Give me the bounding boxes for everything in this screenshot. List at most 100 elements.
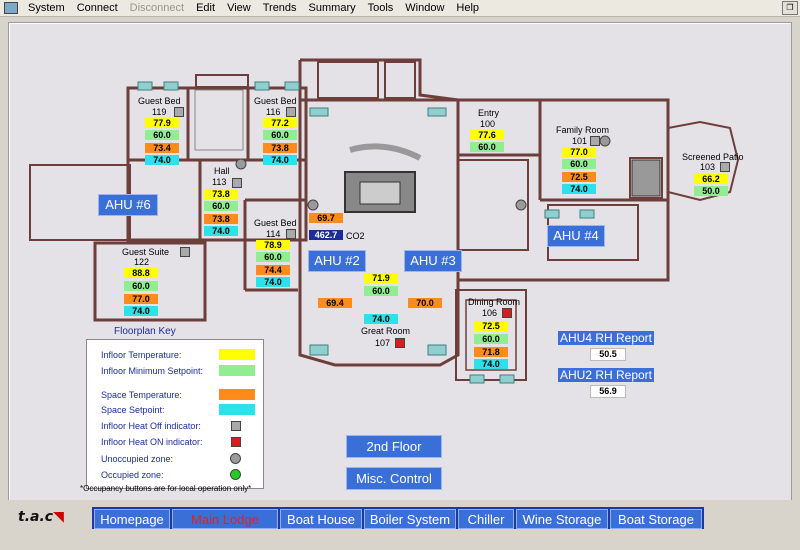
ahu3-button[interactable]: AHU #3 <box>404 250 462 272</box>
key-heat-off-label: Infloor Heat Off indicator: <box>101 421 201 431</box>
infloor-temp-107: 71.9 <box>364 273 398 283</box>
room-number-116: 116 <box>266 107 281 117</box>
infloor-heat-off-indicator-101[interactable] <box>590 136 600 146</box>
room-number-119: 119 <box>152 107 167 117</box>
room-number-107: 107 <box>375 338 391 348</box>
infloor-heat-on-indicator-106[interactable] <box>502 308 512 318</box>
ahu4-button[interactable]: AHU #4 <box>547 225 605 247</box>
menu-tools[interactable]: Tools <box>367 2 394 14</box>
key-occupied-icon <box>230 469 241 480</box>
space-setpoint-106: 74.0 <box>474 359 508 369</box>
room-name-hall-113: Hall <box>214 166 230 176</box>
space-setpoint-113: 74.0 <box>204 226 238 236</box>
room-number-106: 106 <box>482 308 498 318</box>
room-name-guest-bed-116: Guest Bed <box>254 96 297 106</box>
menu-window[interactable]: Window <box>405 2 445 14</box>
key-occupied-label: Occupied zone: <box>101 470 164 480</box>
infloor-min-103: 50.0 <box>694 186 728 196</box>
infloor-heat-off-indicator-103[interactable] <box>720 162 730 172</box>
ahu2-button[interactable]: AHU #2 <box>308 250 366 272</box>
key-heat-off-indicator <box>231 421 241 431</box>
infloor-temp-101: 77.0 <box>562 147 596 157</box>
infloor-heat-off-indicator-122[interactable] <box>180 247 190 257</box>
key-space-setpoint-swatch <box>219 404 255 415</box>
space-setpoint-107: 74.0 <box>364 314 398 324</box>
tac-logo-text: t.a.c <box>18 509 54 525</box>
ahu4-rh-report-button[interactable]: AHU4 RH Report <box>558 331 654 345</box>
misc-control-button[interactable]: Misc. Control <box>346 467 442 490</box>
key-heat-on-label: Infloor Heat ON indicator: <box>101 437 203 447</box>
menu-system[interactable]: System <box>28 2 65 14</box>
nav-boiler-system[interactable]: Boiler System <box>364 509 456 529</box>
room-name-screened-patio-103: Screened Patio <box>682 152 744 162</box>
ahu6-button[interactable]: AHU #6 <box>98 194 158 216</box>
infloor-temp-100: 77.6 <box>470 130 504 140</box>
infloor-temp-114: 78.9 <box>256 240 290 250</box>
key-infloor-temp-label: Infloor Temperature: <box>101 350 182 360</box>
room-number-114: 114 <box>266 229 281 239</box>
nav-main-lodge[interactable]: Main Lodge <box>172 509 278 529</box>
nav-homepage[interactable]: Homepage <box>94 509 170 529</box>
co2-value-107: 462.7 <box>309 230 343 240</box>
infloor-min-114: 60.0 <box>256 252 290 262</box>
infloor-min-101: 60.0 <box>562 159 596 169</box>
infloor-heat-off-indicator-113[interactable] <box>232 178 242 188</box>
app-icon[interactable] <box>4 2 18 14</box>
menu-edit[interactable]: Edit <box>196 2 216 14</box>
room-name-guest-bed-114: Guest Bed <box>254 218 297 228</box>
floorplan-drawing <box>29 58 740 384</box>
menu-summary[interactable]: Summary <box>308 2 356 14</box>
infloor-heat-on-indicator-107[interactable] <box>395 338 405 348</box>
menu-trends[interactable]: Trends <box>262 2 297 14</box>
space-setpoint-101: 74.0 <box>562 184 596 194</box>
space-temp-116: 73.8 <box>263 143 297 153</box>
ahu2-rh-report-button[interactable]: AHU2 RH Report <box>558 368 654 382</box>
nav-boat-storage[interactable]: Boat Storage <box>610 509 702 529</box>
space-temp-right-107: 70.0 <box>408 298 442 308</box>
infloor-min-100: 60.0 <box>470 142 504 152</box>
room-number-101: 101 <box>572 136 588 146</box>
infloor-min-122: 60.0 <box>124 281 158 291</box>
key-unoccupied-label: Unoccupied zone: <box>101 454 174 464</box>
infloor-min-113: 60.0 <box>204 201 238 211</box>
infloor-min-119: 60.0 <box>145 130 179 140</box>
restore-window-icon[interactable]: ❐ <box>782 1 798 15</box>
nav-chiller[interactable]: Chiller <box>458 509 514 529</box>
room-number-113: 113 <box>212 177 227 187</box>
room-name-family-room-101: Family Room <box>556 125 610 135</box>
key-heat-on-indicator <box>231 437 241 447</box>
key-unoccupied-icon <box>230 453 241 464</box>
infloor-heat-off-indicator-119[interactable] <box>174 107 184 117</box>
infloor-heat-off-indicator-114[interactable] <box>286 229 296 239</box>
space-temp-114: 74.4 <box>256 265 290 275</box>
infloor-min-107: 60.0 <box>364 286 398 296</box>
co2-label: CO2 <box>346 231 365 241</box>
room-number-100: 100 <box>480 119 496 129</box>
room-name-entry-100: Entry <box>478 108 500 118</box>
room-name-guest-suite-122: Guest Suite <box>122 247 170 257</box>
menu-help[interactable]: Help <box>456 2 480 14</box>
space-setpoint-119: 74.0 <box>145 155 179 165</box>
key-space-temp-label: Space Temperature: <box>101 390 182 400</box>
space-temp-left-107: 69.4 <box>318 298 352 308</box>
menu-view[interactable]: View <box>227 2 251 14</box>
nav-wine-storage[interactable]: Wine Storage <box>516 509 608 529</box>
space-temp-122: 77.0 <box>124 294 158 304</box>
menu-disconnect: Disconnect <box>129 2 185 14</box>
tac-logo: t.a.c◥ <box>18 509 64 525</box>
nav-boat-house[interactable]: Boat House <box>280 509 362 529</box>
space-temp-106: 71.8 <box>474 347 508 357</box>
second-floor-button[interactable]: 2nd Floor <box>346 435 442 458</box>
room-name-dining-room-106: Dining Room <box>468 297 521 307</box>
infloor-heat-off-indicator-116[interactable] <box>286 107 296 117</box>
space-temp-101: 72.5 <box>562 172 596 182</box>
infloor-temp-113: 73.8 <box>204 189 238 199</box>
space-temp-119: 73.4 <box>145 143 179 153</box>
infloor-min-116: 60.0 <box>263 130 297 140</box>
key-infloor-min-swatch <box>219 365 255 376</box>
menu-connect[interactable]: Connect <box>76 2 118 14</box>
space-setpoint-114: 74.0 <box>256 277 290 287</box>
key-space-temp-swatch <box>219 389 255 400</box>
infloor-min-106: 60.0 <box>474 334 508 344</box>
infloor-temp-122: 88.8 <box>124 268 158 278</box>
